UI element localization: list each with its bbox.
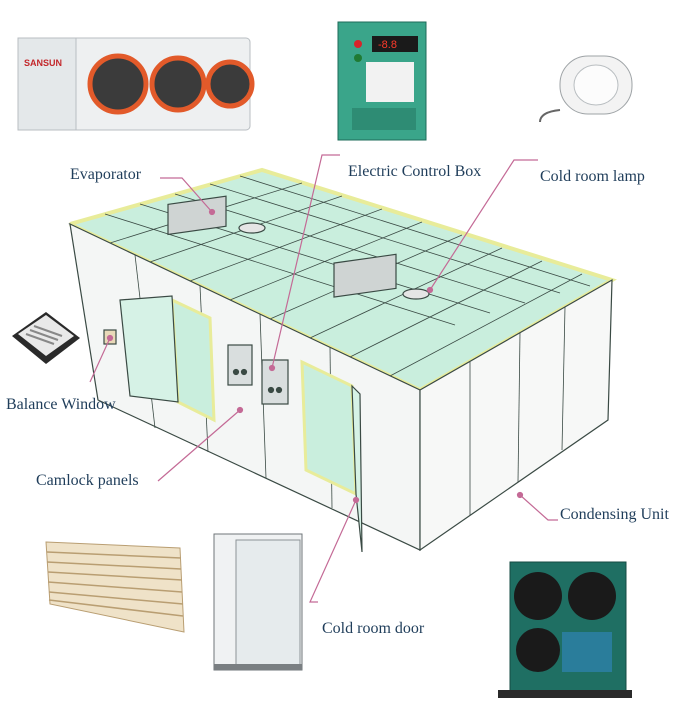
ceiling-evaporator-1: [167, 195, 227, 236]
leader-evaporator: [160, 177, 213, 213]
evaporator-photo: SANSUN: [17, 37, 255, 131]
label-condensing-unit: Condensing Unit: [560, 506, 669, 523]
condensing-unit-photo: [498, 561, 632, 698]
label-electric-control-box: Electric Control Box: [348, 163, 482, 180]
label-evaporator: Evaporator: [70, 166, 142, 183]
camlock-panels-photo: [45, 541, 185, 633]
label-camlock-panels: Camlock panels: [36, 472, 139, 489]
leader-condensing: [519, 494, 558, 521]
balance-window-photo: [12, 312, 80, 364]
leader-control-box: [271, 154, 340, 369]
door-panel-right: [351, 384, 363, 553]
cold-room-door-photo: [213, 533, 303, 671]
leader-camlock: [157, 409, 241, 482]
wall-control-box-1: [227, 344, 253, 386]
leader-balance-window: [89, 337, 111, 383]
evaporator-brand: SANSUN: [24, 58, 62, 68]
label-cold-room-door: Cold room door: [322, 620, 425, 637]
leader-door: [309, 499, 357, 603]
control-box-display: -8.8: [378, 39, 397, 51]
wall-control-box-2: [261, 359, 289, 405]
leader-lines: [89, 154, 558, 603]
label-balance-window: Balance Window: [6, 396, 116, 413]
ceiling-lamp-2: [402, 288, 430, 300]
ceiling-lamp-1: [238, 222, 266, 234]
cold-room-structure: [68, 167, 617, 553]
control-box-photo: -8.8: [337, 21, 427, 141]
door-panel-left: [119, 295, 179, 403]
leader-lamp: [429, 159, 538, 291]
lamp-photo: [539, 55, 633, 123]
label-cold-room-lamp: Cold room lamp: [540, 168, 645, 185]
ceiling-evaporator-2: [333, 253, 397, 298]
